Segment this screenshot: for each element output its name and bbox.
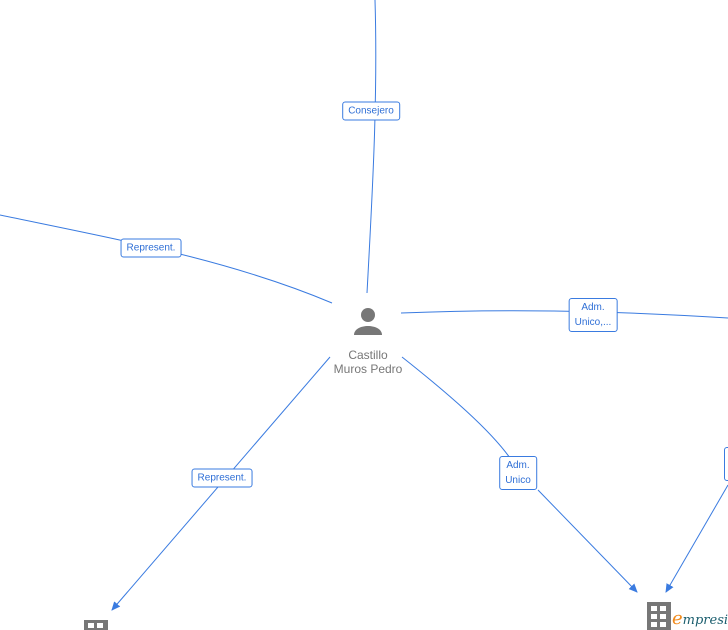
- empresia-logo: empresia: [672, 608, 728, 629]
- label-line: Unico,...: [574, 317, 612, 328]
- edge-label-adm-unico[interactable]: Adm. Unico: [499, 456, 537, 490]
- label-line: Adm.: [506, 460, 530, 471]
- edge-adm-unico-down: [401, 356, 637, 592]
- edge-label-cut-off[interactable]: [724, 447, 728, 481]
- person-icon: [354, 308, 382, 335]
- edge-adm-unico-right: [400, 310, 728, 319]
- edge-represent-left: [0, 214, 333, 304]
- edge-far-right: [665, 484, 728, 593]
- label-line: Adm.: [581, 302, 605, 313]
- person-node[interactable]: Castillo Muros Pedro: [334, 348, 403, 376]
- person-name-line1: Castillo: [348, 348, 388, 362]
- label-line: Unico: [505, 475, 531, 486]
- building-icon-right: [647, 602, 671, 630]
- edge-label-represent[interactable]: Represent.: [120, 238, 182, 258]
- edge-consejero: [366, 0, 377, 294]
- edge-label-adm-unico-etc[interactable]: Adm. Unico,...: [568, 298, 618, 332]
- building-icon-left: [84, 620, 108, 630]
- edge-label-represent-down[interactable]: Represent.: [191, 468, 253, 488]
- edge-label-consejero[interactable]: Consejero: [342, 101, 400, 121]
- person-name-line2: Muros Pedro: [333, 362, 403, 376]
